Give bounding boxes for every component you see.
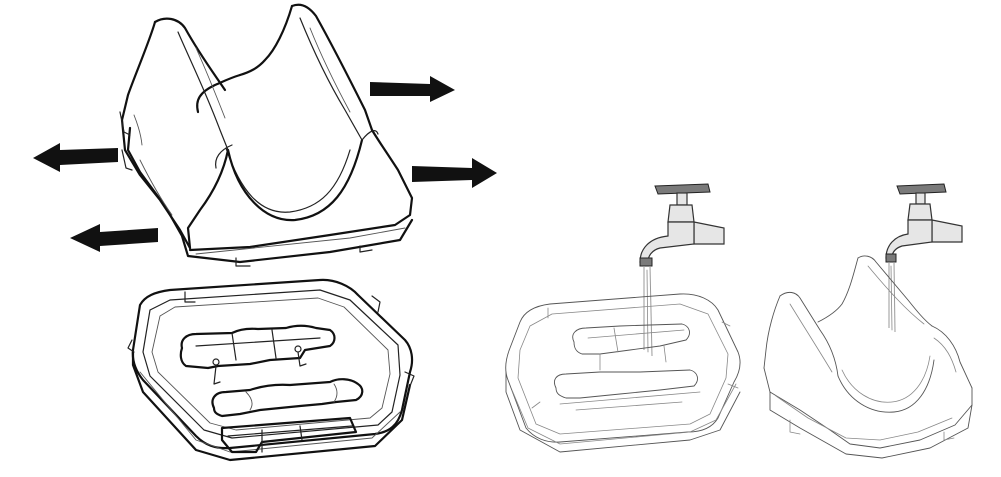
panel-rinse-base — [505, 183, 741, 453]
arrow-left-icon — [33, 143, 118, 172]
arrow-right-icon — [412, 158, 497, 188]
water-tap-icon — [639, 183, 725, 267]
water-stream — [888, 261, 896, 333]
panel-rinse-cradle — [763, 183, 973, 459]
cradle-part — [119, 3, 414, 267]
arrow-right-icon — [370, 76, 455, 102]
water-tap-icon — [885, 183, 963, 263]
water-stream — [643, 265, 653, 357]
arrow-left-icon — [70, 224, 158, 252]
base-tray-part — [127, 278, 415, 462]
panel-disassembly — [33, 3, 497, 462]
cradle-rinsing — [763, 255, 973, 459]
base-tray-rinsing — [505, 293, 741, 453]
